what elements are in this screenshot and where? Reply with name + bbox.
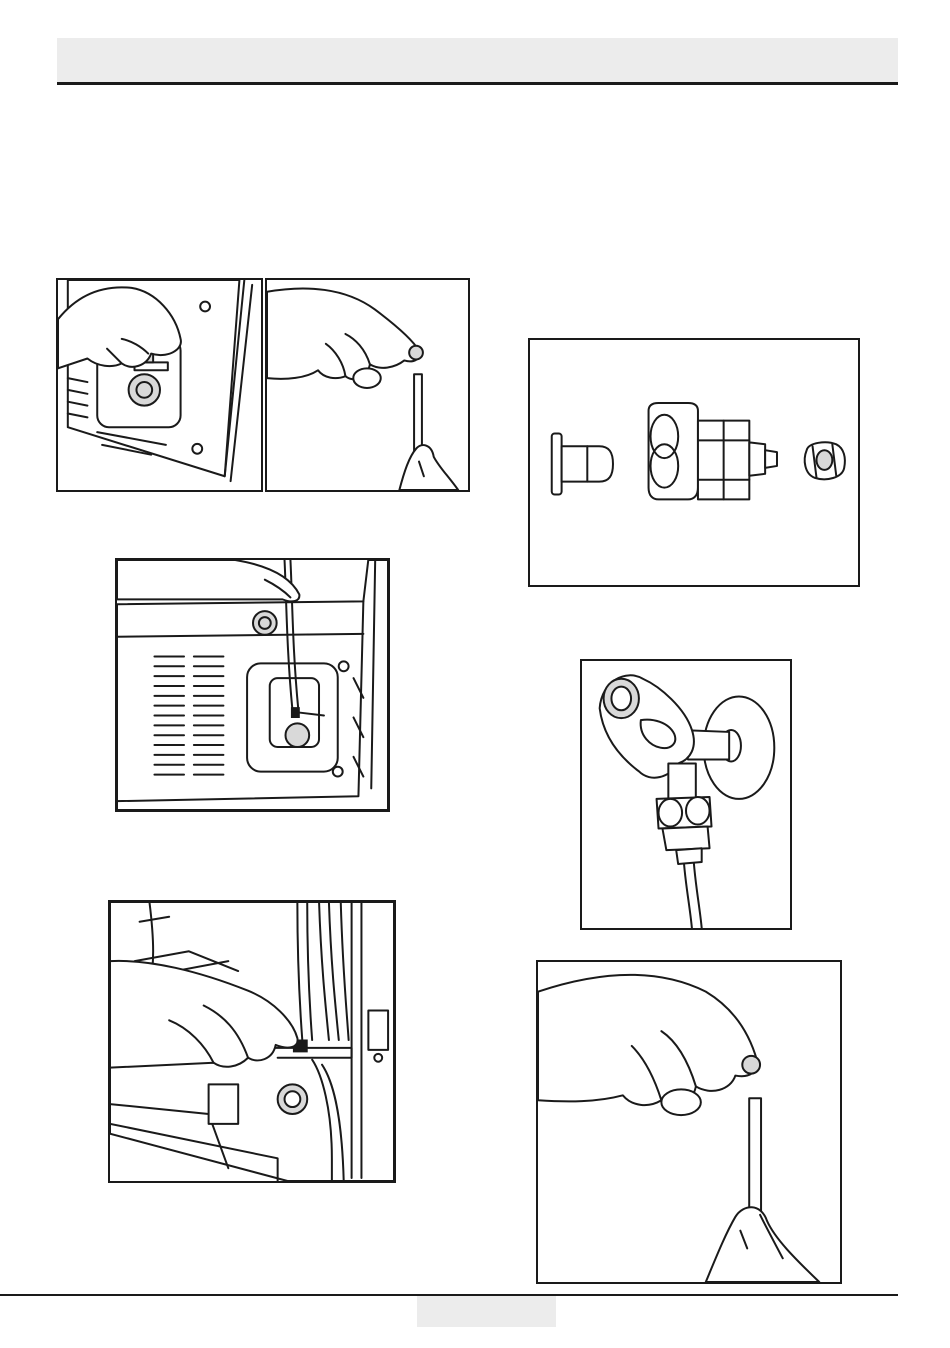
figure-connect-pipe-rear	[115, 558, 390, 812]
angle-valve-part	[649, 403, 777, 499]
hand-removing-cap-illustration	[58, 280, 261, 490]
header-bar	[57, 38, 898, 85]
page-number-box	[417, 1296, 556, 1327]
hand-holding-cap-and-pipe-illustration	[538, 962, 840, 1282]
pipe-connected-to-rear-valve-illustration	[117, 560, 388, 810]
figure-insert-pipe	[265, 278, 470, 492]
figure-cap-and-pipe-large	[536, 960, 842, 1284]
figure-remove-cap	[56, 278, 263, 492]
flange-adapter-part	[552, 433, 613, 494]
angle-tap-with-hose-illustration	[582, 661, 790, 928]
figure-valve-parts	[528, 338, 860, 587]
hand-holding-cap-and-pipe-illustration	[267, 280, 468, 490]
figure-secure-pipe-clip	[108, 900, 396, 1183]
cap-nut-part	[805, 442, 845, 479]
valve-adapter-and-nut-parts-illustration	[530, 340, 858, 585]
hand-securing-pipe-clip-illustration	[110, 902, 394, 1181]
figure-tap-connection	[580, 659, 792, 930]
